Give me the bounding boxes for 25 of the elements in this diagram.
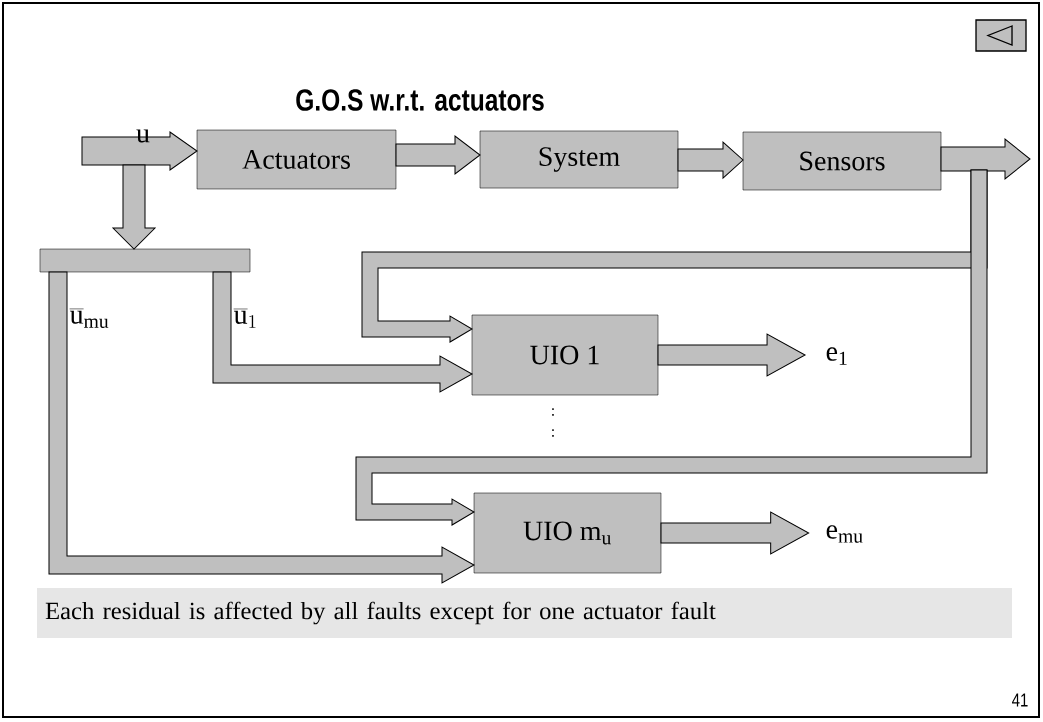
process-box: UIO m$_{u}$: [473, 492, 662, 574]
block-arrow: [212, 271, 473, 393]
dots: :: [552, 429, 554, 437]
block-arrow: [677, 141, 744, 179]
process-box: System: [479, 130, 679, 189]
block-arrow: [48, 271, 475, 584]
page-number: 41: [1012, 693, 1028, 707]
block-arrow: [81, 131, 198, 171]
process-box: UIO 1: [471, 314, 659, 396]
process-box: Actuators: [196, 129, 397, 190]
title: G.O.S w.r.t. actuators: [296, 89, 544, 111]
block-arrow: [112, 164, 156, 250]
block-arrow: [660, 511, 810, 555]
block-arrow: [657, 333, 806, 377]
block-arrow: [355, 169, 988, 526]
splitter-bar: [39, 248, 251, 273]
signal-label: $\overline{\mathrm{u}}_{1}$: [233, 309, 256, 328]
edge-label: u: [136, 129, 150, 143]
block-arrow: [940, 138, 1031, 180]
process-box: Sensors: [742, 131, 942, 191]
output-label: e$_{1}$: [826, 347, 847, 365]
note-band: Each residual is affected by all faults except for one actuator fault: [37, 588, 1012, 638]
block-arrow: [395, 135, 481, 175]
output-label: e$_{mu}$: [826, 525, 863, 543]
signal-label: $\overline{\mathrm{u}}_{\mathrm{mu}}$: [69, 308, 109, 328]
